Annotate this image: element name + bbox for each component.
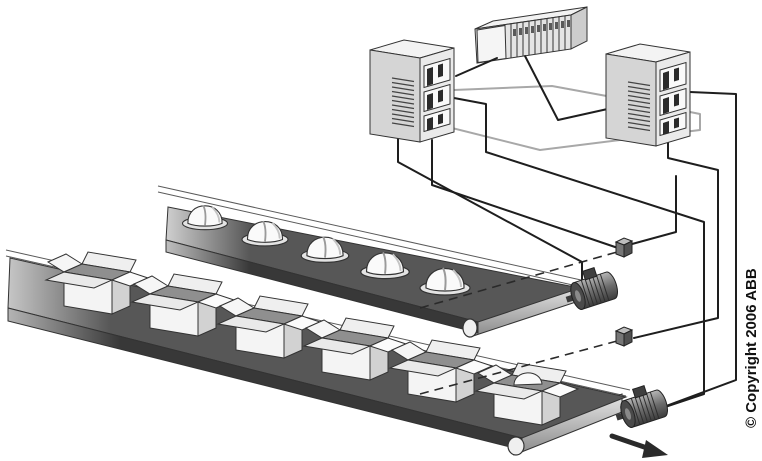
cable-plc-to-drive-2 <box>525 56 612 120</box>
plc-rack <box>475 7 587 63</box>
upper-conveyor-roller-end <box>463 319 477 337</box>
drive-unit-2 <box>606 44 690 146</box>
drive-unit-1 <box>370 40 454 142</box>
lower-conveyor-roller-end <box>508 437 524 455</box>
sensor-1 <box>616 238 632 257</box>
flow-arrow <box>612 436 668 458</box>
cable-light-1 <box>454 86 612 97</box>
copyright-text: © Copyright 2006 ABB <box>743 268 760 428</box>
helmet <box>183 205 228 229</box>
sensor-2 <box>616 327 632 346</box>
